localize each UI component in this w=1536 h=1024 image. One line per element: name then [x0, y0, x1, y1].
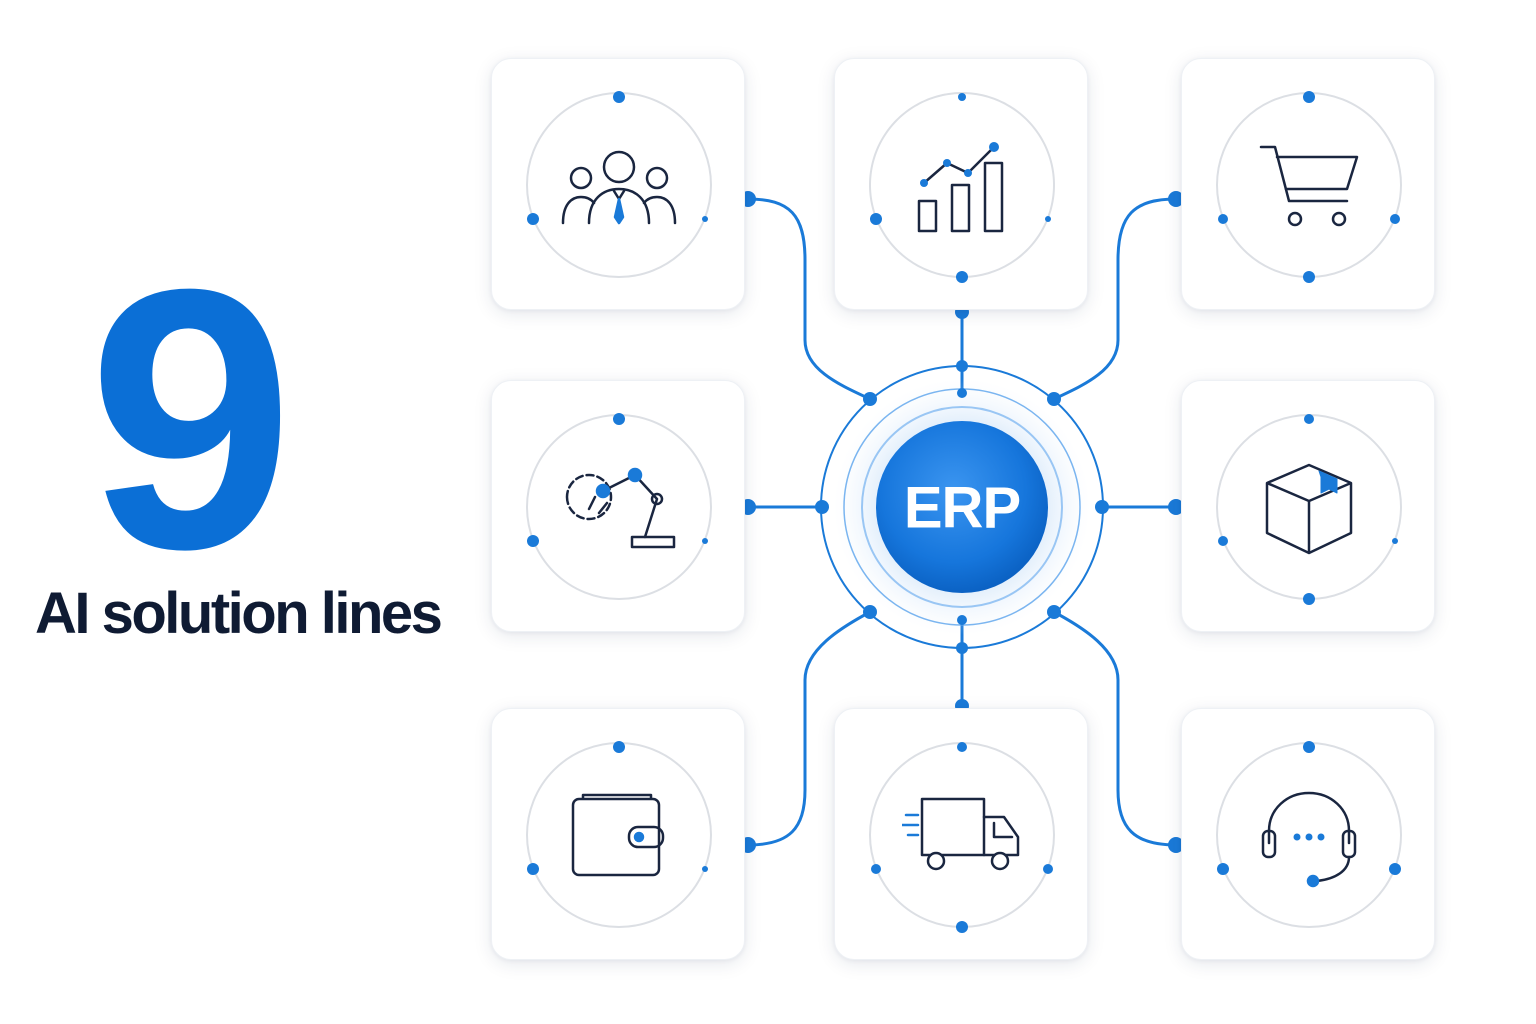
headset-icon — [1249, 775, 1369, 895]
module-card-inventory[interactable] — [1181, 380, 1435, 632]
package-icon — [1249, 447, 1369, 567]
module-card-finance[interactable] — [491, 708, 745, 960]
bar-chart-icon — [902, 125, 1022, 245]
team-icon — [559, 125, 679, 245]
module-card-support[interactable] — [1181, 708, 1435, 960]
card-ring — [1216, 741, 1402, 928]
card-ring — [1216, 91, 1402, 283]
card-ring — [869, 92, 1055, 283]
delivery-truck-icon — [900, 775, 1022, 895]
module-card-logistics[interactable] — [834, 708, 1088, 960]
card-ring — [526, 91, 712, 278]
module-card-commerce[interactable] — [1181, 58, 1435, 310]
module-card-analytics[interactable] — [834, 58, 1088, 310]
card-ring — [1216, 414, 1402, 605]
wallet-icon — [559, 775, 679, 895]
robot-arm-icon — [559, 447, 679, 567]
erp-hub-label: ERP — [903, 475, 1021, 541]
card-ring — [526, 413, 712, 600]
shopping-cart-icon — [1249, 125, 1369, 245]
solution-count: 9 — [88, 213, 294, 626]
card-ring — [526, 741, 712, 928]
module-card-team[interactable] — [491, 58, 745, 310]
module-card-manufacturing[interactable] — [491, 380, 745, 632]
card-ring — [869, 742, 1055, 933]
solution-lines-label: AI solution lines — [35, 581, 443, 646]
